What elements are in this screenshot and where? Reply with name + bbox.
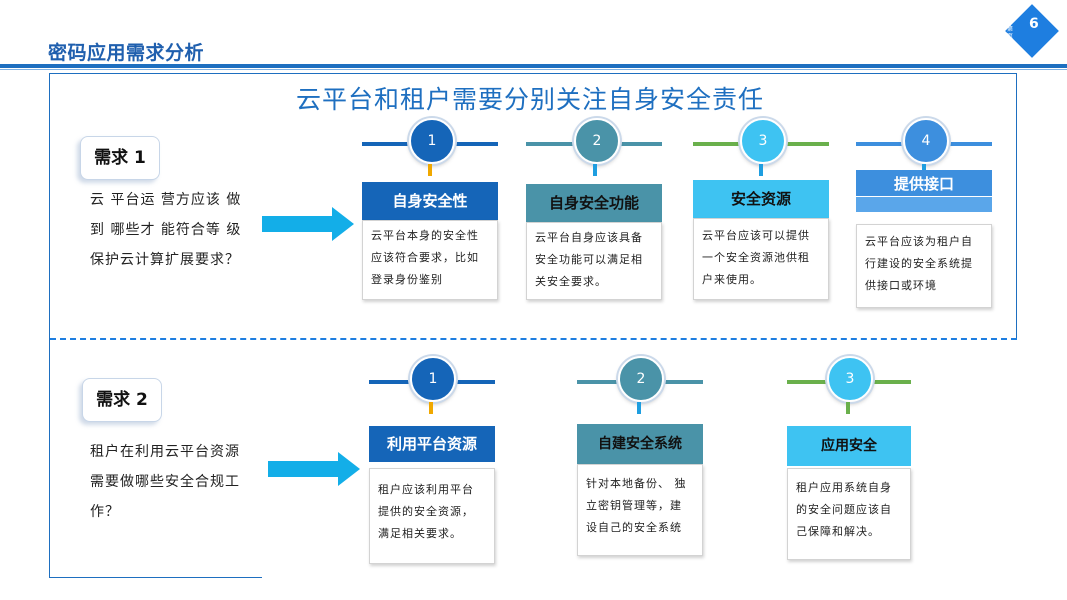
card-desc-line: 满足相关要求。: [378, 527, 462, 540]
card-desc-line: 的安全问题应该自: [796, 503, 892, 516]
card-number-circle: 2: [574, 118, 620, 164]
card-desc-line: 提供的安全资源，: [378, 505, 474, 518]
card-description: 租户应该利用平台 提供的安全资源， 满足相关要求。: [378, 479, 474, 545]
row1-card-4: 4 提供接口 云平台应该为租户自 行建设的安全系统提 供接口或环境: [856, 118, 992, 310]
page-number-badge: 第 页 6: [1005, 4, 1059, 58]
frame-right-border: [1016, 73, 1017, 339]
card-desc-line: 供接口或环境: [865, 279, 937, 292]
slide-title: 密码应用需求分析: [48, 42, 205, 64]
card-desc-line: 一个安全资源池供租: [702, 251, 810, 264]
card-stem: [759, 164, 763, 176]
card-title: 利用平台资源: [369, 426, 495, 462]
card-description-box: 云平台自身应该具备 安全功能可以满足相 关安全要求。: [526, 222, 662, 300]
card-desc-line: 登录身份鉴别: [371, 273, 443, 286]
card-title: 提供接口: [856, 170, 992, 212]
card-desc-line: 云平台应该可以提供: [702, 229, 810, 242]
card-stem: [637, 402, 641, 414]
card-number-circle: 1: [410, 356, 456, 402]
card-desc-line: 行建设的安全系统提: [865, 257, 973, 270]
row1-card-3: 3 安全资源 云平台应该可以提供 一个安全资源池供租 户来使用。: [693, 118, 829, 308]
requirement-1-label: 需求 1: [80, 136, 160, 180]
card-desc-line: 租户应该利用平台: [378, 483, 474, 496]
row1-card-1: 1 自身安全性 云平台本身的安全性 应该符合要求，比如 登录身份鉴别: [362, 118, 498, 308]
page-badge-mini-text: 第 页: [1007, 26, 1014, 40]
row2-card-1: 1 利用平台资源 租户应该利用平台 提供的安全资源， 满足相关要求。: [369, 356, 495, 566]
card-desc-line: 针对本地备份、 独: [586, 477, 687, 490]
header-rule-thin: [0, 69, 1067, 70]
requirement-2-line: 租户在利用云平台资源: [90, 444, 240, 460]
frame-left-border: [49, 73, 50, 577]
card-desc-line: 云平台本身的安全性: [371, 229, 479, 242]
requirement-2-label: 需求 2: [82, 378, 162, 422]
card-desc-line: 设自己的安全系统: [586, 521, 682, 534]
card-number-circle: 4: [903, 118, 949, 164]
requirement-1-question: 云 平台运 营方应该 做 到 哪些才 能符合等 级 保护云计算扩展要求？: [90, 185, 262, 275]
card-desc-line: 关安全要求。: [535, 275, 607, 288]
requirement-2-line: 需要做哪些安全合规工: [90, 474, 240, 490]
card-description: 云平台应该为租户自 行建设的安全系统提 供接口或环境: [865, 231, 973, 297]
card-title: 自建安全系统: [577, 424, 703, 464]
arrow-right-icon: [262, 207, 354, 241]
card-desc-line: 云平台自身应该具备: [535, 231, 643, 244]
row2-card-3: 3 应用安全 租户应用系统自身 的安全问题应该自 己保障和解决。: [787, 356, 911, 566]
requirement-1-line: 保护云计算扩展要求？: [90, 252, 240, 268]
requirement-2-question: 租户在利用云平台资源 需要做哪些安全合规工 作？: [90, 437, 262, 527]
card-description-box: 租户应该利用平台 提供的安全资源， 满足相关要求。: [369, 468, 495, 564]
card-title: 自身安全功能: [526, 184, 662, 222]
card-desc-line: 安全功能可以满足相: [535, 253, 643, 266]
header-rule: [0, 64, 1067, 68]
card-description-box: 针对本地备份、 独 立密钥管理等，建 设自己的安全系统: [577, 464, 703, 556]
card-description-box: 租户应用系统自身 的安全问题应该自 己保障和解决。: [787, 468, 911, 560]
requirement-1-line: 云 平台运 营方应该 做: [90, 192, 242, 208]
card-description: 针对本地备份、 独 立密钥管理等，建 设自己的安全系统: [586, 473, 687, 539]
card-number-circle: 1: [409, 118, 455, 164]
card-desc-line: 立密钥管理等，建: [586, 499, 682, 512]
card-number-circle: 3: [827, 356, 873, 402]
section-divider: [50, 338, 1017, 340]
card-description-box: 云平台本身的安全性 应该符合要求，比如 登录身份鉴别: [362, 220, 498, 300]
card-description: 云平台应该可以提供 一个安全资源池供租 户来使用。: [702, 225, 810, 291]
requirement-1-line: 到 哪些才 能符合等 级: [90, 222, 242, 238]
page-number: 6: [1029, 16, 1039, 32]
main-heading: 云平台和租户需要分别关注自身安全责任: [296, 85, 765, 114]
card-description: 云平台自身应该具备 安全功能可以满足相 关安全要求。: [535, 227, 643, 293]
card-description-box: 云平台应该为租户自 行建设的安全系统提 供接口或环境: [856, 224, 992, 308]
card-description: 租户应用系统自身 的安全问题应该自 己保障和解决。: [796, 477, 892, 543]
card-desc-line: 户来使用。: [702, 273, 762, 286]
card-description: 云平台本身的安全性 应该符合要求，比如 登录身份鉴别: [371, 225, 479, 291]
card-title: 自身安全性: [362, 182, 498, 220]
card-stem: [429, 402, 433, 414]
card-desc-line: 己保障和解决。: [796, 525, 880, 538]
card-stem: [428, 164, 432, 176]
requirement-2-line: 作？: [90, 504, 120, 520]
card-stem: [593, 164, 597, 176]
frame-bottom-border: [49, 577, 262, 578]
row1-card-2: 2 自身安全功能 云平台自身应该具备 安全功能可以满足相 关安全要求。: [526, 118, 662, 308]
card-title: 安全资源: [693, 180, 829, 218]
card-desc-line: 应该符合要求，比如: [371, 251, 479, 264]
card-description-box: 云平台应该可以提供 一个安全资源池供租 户来使用。: [693, 218, 829, 300]
card-number-circle: 2: [618, 356, 664, 402]
row2-card-2: 2 自建安全系统 针对本地备份、 独 立密钥管理等，建 设自己的安全系统: [577, 356, 703, 566]
card-desc-line: 租户应用系统自身: [796, 481, 892, 494]
card-desc-line: 云平台应该为租户自: [865, 235, 973, 248]
arrow-right-icon: [268, 452, 360, 486]
card-stem: [846, 402, 850, 414]
card-title: 应用安全: [787, 426, 911, 466]
card-number-circle: 3: [740, 118, 786, 164]
frame-top-border: [49, 73, 1017, 74]
